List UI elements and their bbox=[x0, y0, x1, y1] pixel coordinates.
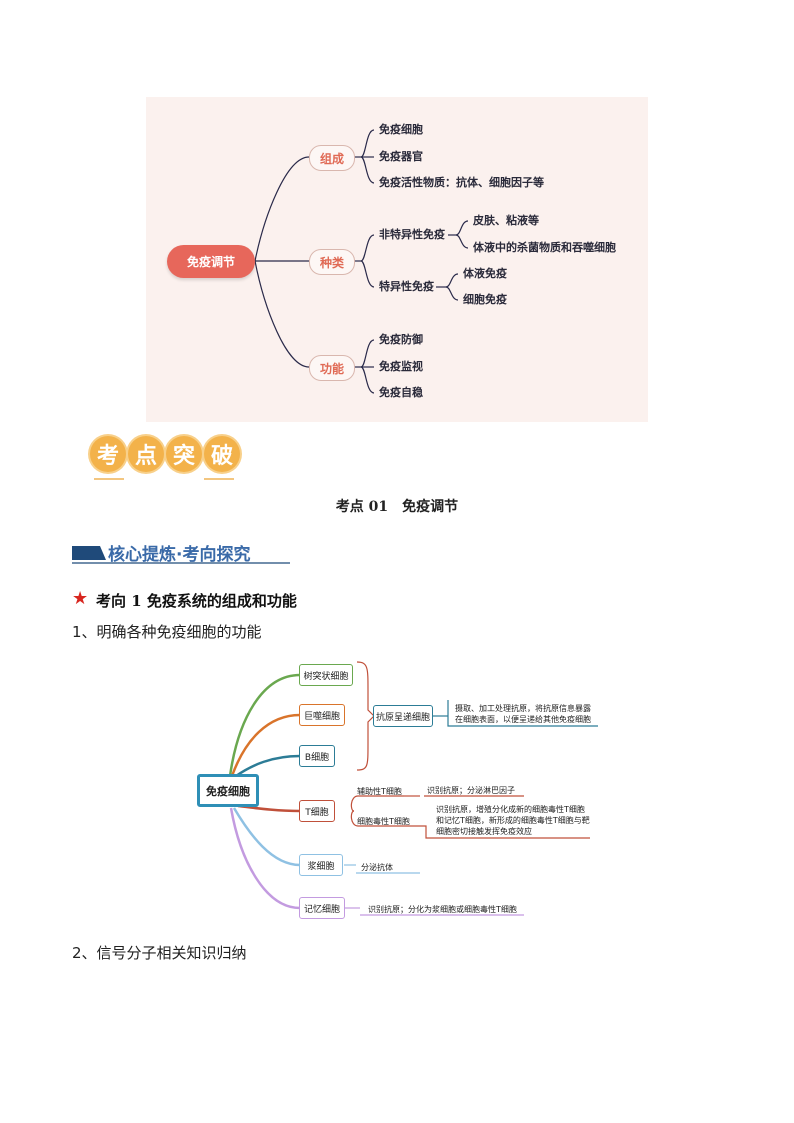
plasma-desc: 分泌抗体 bbox=[361, 863, 393, 872]
core-heading: 核心提炼·考向探究 bbox=[108, 545, 251, 565]
badge-char-2: 点 bbox=[128, 436, 164, 472]
paragraph-2: 2、信号分子相关知识归纳 bbox=[72, 944, 247, 962]
paragraph-1: 1、明确各种免疫细胞的功能 bbox=[72, 623, 262, 641]
node-memory-cell: 记忆细胞 bbox=[299, 897, 345, 919]
leaf-cellular-immunity: 细胞免疫 bbox=[463, 293, 507, 306]
branch-composition: 组成 bbox=[309, 145, 355, 171]
leaf-immune-surveillance: 免疫监视 bbox=[379, 360, 423, 373]
apc-desc-line-1: 摄取、加工处理抗原，将抗原信息暴露 bbox=[455, 704, 591, 713]
leaf-specific-immunity: 特异性免疫 bbox=[379, 280, 434, 293]
badge-char-1: 考 bbox=[90, 436, 126, 472]
leaf-bactericidal-phagocytes: 体液中的杀菌物质和吞噬细胞 bbox=[473, 241, 616, 254]
mm2-root-node: 免疫细胞 bbox=[197, 774, 259, 807]
badge-underline-right bbox=[204, 478, 234, 480]
leaf-nonspecific-immunity: 非特异性免疫 bbox=[379, 228, 445, 241]
node-macrophage: 巨噬细胞 bbox=[299, 704, 345, 726]
node-dendritic-cell: 树突状细胞 bbox=[299, 664, 353, 686]
section-title: 考点 01 免疫调节 bbox=[335, 499, 459, 515]
t-helper-desc: 识别抗原；分泌淋巴因子 bbox=[427, 786, 515, 795]
leaf-humoral-immunity: 体液免疫 bbox=[463, 267, 507, 280]
leaf-immune-homeostasis: 免疫自稳 bbox=[379, 386, 423, 399]
node-plasma-cell: 浆细胞 bbox=[299, 854, 343, 876]
root-node: 免疫调节 bbox=[167, 245, 255, 278]
t-cytotoxic-desc-1: 识别抗原，增殖分化成新的细胞毒性T细胞 bbox=[436, 805, 585, 814]
star-icon: ★ bbox=[72, 588, 89, 609]
t-cytotoxic-desc-2: 和记忆T细胞，新形成的细胞毒性T细胞与靶 bbox=[436, 816, 590, 825]
badge-char-4: 破 bbox=[204, 436, 240, 472]
mindmap-connectors bbox=[254, 129, 469, 394]
node-antigen-presenting-cell: 抗原呈递细胞 bbox=[373, 705, 433, 727]
t-cytotoxic-label: 细胞毒性T细胞 bbox=[357, 817, 410, 826]
leaf-immune-defense: 免疫防御 bbox=[379, 333, 423, 346]
leaf-immune-organs: 免疫器官 bbox=[379, 150, 423, 163]
leaf-skin-mucus: 皮肤、粘液等 bbox=[473, 214, 539, 227]
badge-char-3: 突 bbox=[166, 436, 202, 472]
immune-regulation-mindmap: 免疫调节 组成 种类 功能 免疫细胞 免疫器官 免疫活性物质：抗体、细胞因子等 … bbox=[146, 97, 648, 422]
leaf-immune-active-substances: 免疫活性物质：抗体、细胞因子等 bbox=[379, 176, 544, 189]
apc-desc-line-2: 在细胞表面，以便呈递给其他免疫细胞 bbox=[455, 715, 591, 724]
core-heading-bar bbox=[72, 546, 290, 564]
t-cytotoxic-desc-3: 细胞密切接触发挥免疫效应 bbox=[436, 827, 532, 836]
direction-1-title: 考向 1 免疫系统的组成和功能 bbox=[96, 592, 297, 610]
badge-underline-left bbox=[94, 478, 124, 480]
key-points-badge: 考 点 突 破 bbox=[88, 432, 240, 484]
node-t-cell: T细胞 bbox=[299, 800, 335, 822]
branch-function: 功能 bbox=[309, 355, 355, 381]
node-b-cell: B细胞 bbox=[299, 745, 335, 767]
memory-desc: 识别抗原；分化为浆细胞或细胞毒性T细胞 bbox=[368, 905, 517, 914]
t-helper-label: 辅助性T细胞 bbox=[357, 787, 402, 796]
leaf-immune-cells: 免疫细胞 bbox=[379, 123, 423, 136]
branch-types: 种类 bbox=[309, 249, 355, 275]
